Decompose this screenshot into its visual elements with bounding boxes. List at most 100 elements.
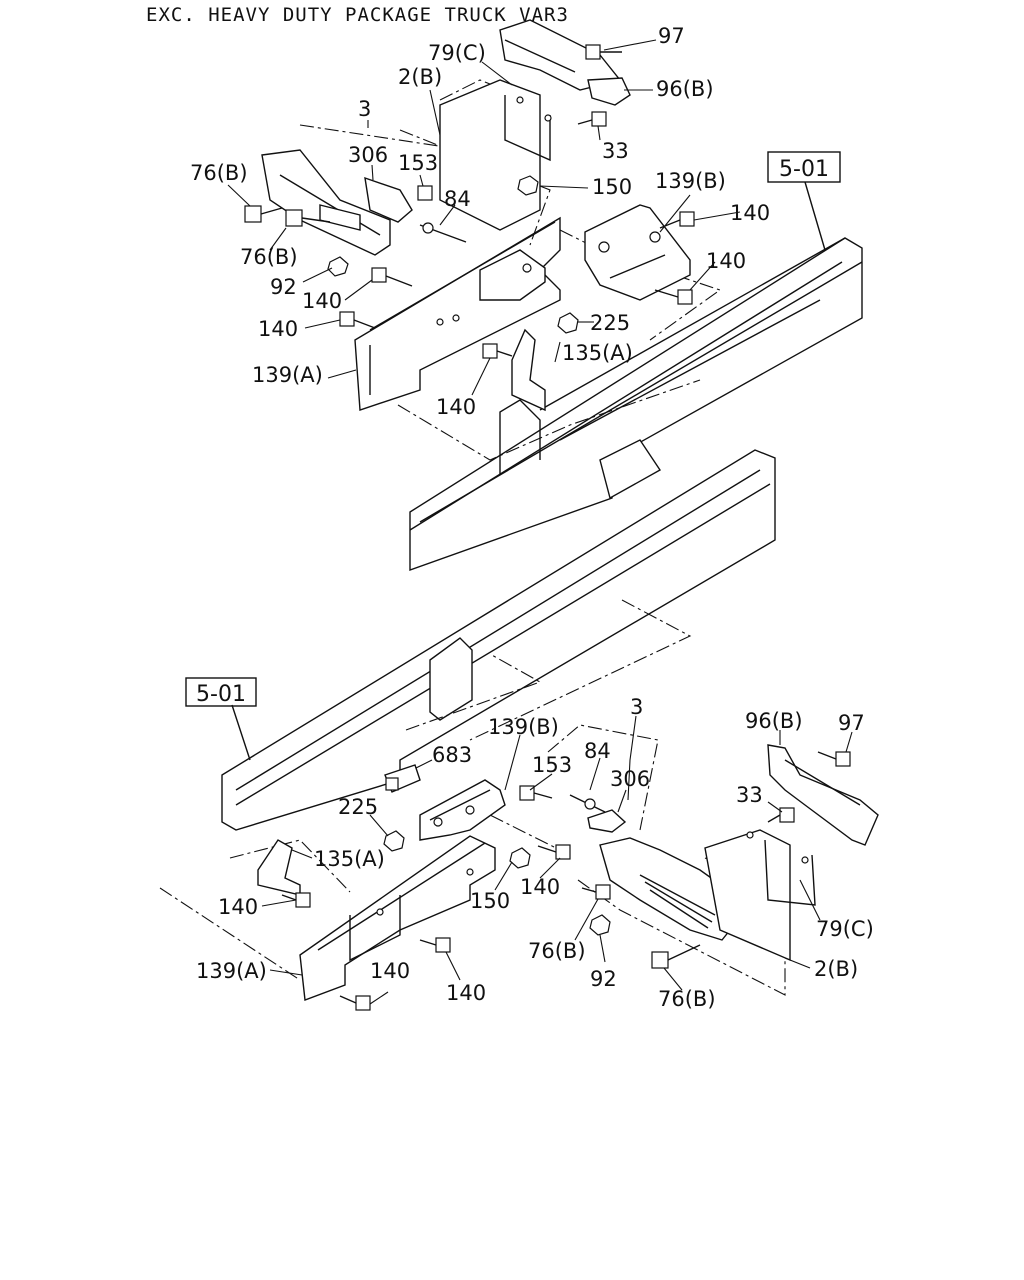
part-96b-top [587, 77, 631, 106]
bracket-139a-top [354, 216, 561, 411]
label-33-bottom: 33 [736, 783, 763, 807]
bracket-2b-top [439, 79, 552, 231]
pin-84-top [419, 222, 467, 243]
bolt-140-bottom-b [281, 892, 311, 908]
label-76b-top-a: 76(B) [190, 161, 248, 185]
ref-box-top: 5-01 [767, 151, 841, 183]
label-97-bottom: 97 [838, 711, 865, 735]
label-79c-bottom: 79(C) [816, 917, 874, 941]
label-153-bottom: 153 [532, 753, 572, 777]
bolt-140-bottom-d [339, 995, 371, 1011]
labels-top: 97 79(C) 96(B) 2(B) 33 3 306 153 150 76(… [190, 24, 770, 419]
label-683-bottom: 683 [432, 743, 472, 767]
stay-135a-bottom [257, 839, 301, 896]
plane-bottom-rail [405, 599, 692, 741]
nut-225-bottom [383, 830, 405, 852]
bolt-97-bottom [817, 751, 851, 767]
label-135a-bottom: 135(A) [314, 847, 385, 871]
bracket-139b-bottom [419, 779, 506, 841]
label-92-bottom: 92 [590, 967, 617, 991]
label-3-bottom: 3 [630, 695, 643, 719]
label-33-top: 33 [602, 139, 629, 163]
bolt-140-top-a [371, 267, 413, 287]
label-84-top: 84 [444, 187, 471, 211]
label-92-top: 92 [270, 275, 297, 299]
label-140-bottom-b: 140 [218, 895, 258, 919]
label-139b-bottom: 139(B) [488, 715, 559, 739]
diagram-title: EXC. HEAVY DUTY PACKAGE TRUCK VAR3 [146, 4, 569, 26]
label-140-top-d: 140 [258, 317, 298, 341]
bolt-140-top-b [339, 311, 376, 329]
bolt-76b-top-a [244, 205, 283, 223]
nut-150-bottom [509, 847, 531, 869]
label-225-bottom: 225 [338, 795, 378, 819]
label-140-top-b: 140 [706, 249, 746, 273]
bracket-139a-bottom [299, 835, 496, 1001]
label-139b-top: 139(B) [655, 169, 726, 193]
label-140-bottom-d: 140 [446, 981, 486, 1005]
frame-rail-top [409, 237, 863, 571]
nut-92-top [327, 256, 349, 277]
bracket-139b-top [584, 204, 691, 301]
ref-box-top-label: 5-01 [779, 157, 829, 182]
label-76b-top-b: 76(B) [240, 245, 298, 269]
frame-rail-bottom [221, 449, 776, 831]
bolt-33-top [577, 111, 607, 127]
label-96b-bottom: 96(B) [745, 709, 803, 733]
label-140-top-a: 140 [730, 201, 770, 225]
bolt-76b-bottom-b [651, 944, 701, 969]
label-306-bottom: 306 [610, 767, 650, 791]
label-140-bottom-c: 140 [370, 959, 410, 983]
bolt-140-bottom-a [537, 844, 571, 860]
label-97-top: 97 [658, 24, 685, 48]
plane-bottom-left [159, 839, 351, 981]
label-3-top: 3 [358, 97, 371, 121]
label-150-bottom: 150 [470, 889, 510, 913]
label-2b-top: 2(B) [398, 65, 442, 89]
bolt-140-top-e [482, 343, 513, 359]
bolt-683-bottom [385, 777, 399, 791]
ref-box-bottom: 5-01 [185, 677, 257, 707]
bolt-140-top-c [659, 211, 695, 229]
bolt-76b-top-b [285, 209, 331, 227]
step-3-bottom [587, 809, 739, 941]
leaders-top [227, 39, 741, 396]
bolt-140-bottom-c [419, 937, 451, 953]
label-140-bottom-a: 140 [520, 875, 560, 899]
label-135a-top: 135(A) [562, 341, 633, 365]
plane-bottom-mid [547, 724, 659, 831]
labels-bottom: 3 139(B) 96(B) 97 84 683 153 306 33 225 … [196, 695, 874, 1011]
bolt-140-top-d [654, 289, 693, 305]
bolt-33-bottom [767, 807, 795, 823]
bolt-76b-bottom-a [581, 884, 611, 900]
frame-rail-bottom-leader [231, 704, 251, 761]
label-150-top: 150 [592, 175, 632, 199]
bolt-97-top [585, 44, 622, 60]
nut-150-top [517, 175, 539, 196]
label-139a-bottom: 139(A) [196, 959, 267, 983]
label-76b-bottom-a: 76(B) [528, 939, 586, 963]
label-140-top-e: 140 [436, 395, 476, 419]
label-84-bottom: 84 [584, 739, 611, 763]
bolt-153-bottom [519, 785, 553, 801]
bolt-153-top [417, 185, 433, 201]
nut-92-bottom [589, 914, 611, 936]
label-140-top-c: 140 [302, 289, 342, 313]
label-96b-top: 96(B) [656, 77, 714, 101]
step-3-top [261, 149, 413, 256]
label-79c-top: 79(C) [428, 41, 486, 65]
label-153-top: 153 [398, 151, 438, 175]
plane-top-lower [397, 379, 701, 461]
label-2b-bottom: 2(B) [814, 957, 858, 981]
label-306-top: 306 [348, 143, 388, 167]
label-139a-top: 139(A) [252, 363, 323, 387]
leaders-bottom [261, 715, 853, 1005]
bracket-2b-bottom [704, 829, 816, 962]
stay-79c-bottom [767, 744, 879, 846]
label-76b-bottom-b: 76(B) [658, 987, 716, 1011]
stay-135a-top [511, 328, 546, 412]
label-225-top: 225 [590, 311, 630, 335]
pin-84-bottom [569, 794, 606, 813]
frame-rail-top-leader [804, 181, 826, 251]
